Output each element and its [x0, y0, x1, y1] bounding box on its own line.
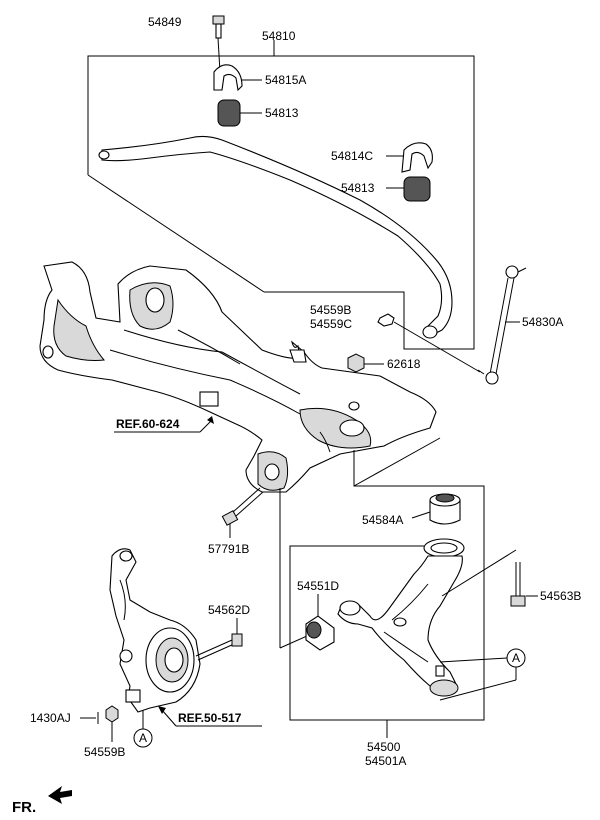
- bolt-54563B: [441, 549, 538, 607]
- bolt-57791B: [221, 487, 264, 538]
- label-54813-lower: 54813: [341, 181, 375, 195]
- label-54500: 54500: [367, 740, 401, 754]
- ref-50-517: [158, 706, 262, 727]
- label-54830A: 54830A: [522, 315, 563, 329]
- label-54813-upper: 54813: [265, 106, 299, 120]
- label-54551D: 54551D: [297, 579, 339, 593]
- ref-60-624: [114, 416, 214, 433]
- label-57791B: 57791B: [208, 542, 249, 556]
- label-54559C: 54559C: [310, 317, 352, 331]
- label-ref-60-624: REF.60-624: [116, 417, 180, 431]
- ref-circle-a-right: [439, 648, 526, 701]
- label-ref-50-517: REF.50-517: [178, 711, 242, 725]
- label-1430AJ: 1430AJ: [30, 711, 71, 725]
- label-54849: 54849: [148, 15, 182, 29]
- label-54559B-top: 54559B: [310, 303, 351, 317]
- front-direction-arrow: [48, 786, 72, 804]
- nut-54559-top: [377, 313, 481, 373]
- bracket-54814C: [386, 142, 433, 173]
- label-circle-a-right: A: [512, 651, 520, 665]
- lower-control-arm: [337, 538, 465, 697]
- label-54559B-bottom: 54559B: [84, 745, 125, 759]
- front-subframe: [39, 261, 437, 493]
- label-62618: 62618: [387, 357, 421, 371]
- label-circle-a-knuckle: A: [139, 731, 147, 745]
- bolt-54562D: [195, 618, 243, 661]
- label-54815A: 54815A: [265, 73, 306, 87]
- label-54810: 54810: [262, 29, 296, 43]
- bracket-54815A: [213, 64, 262, 92]
- label-front: FR.: [12, 799, 36, 816]
- bolt-54849: [212, 15, 225, 73]
- label-54501A: 54501A: [365, 754, 406, 768]
- pin-1430AJ: [80, 712, 99, 724]
- label-54563B: 54563B: [540, 589, 581, 603]
- stabilizer-group-box: [87, 40, 475, 350]
- label-54584A: 54584A: [362, 513, 403, 527]
- stabilizer-link-54830A: [477, 265, 527, 385]
- stabilizer-bar: [98, 135, 453, 339]
- bushing-54584A: [411, 493, 461, 525]
- label-54562D: 54562D: [208, 603, 250, 617]
- label-54814C: 54814C: [331, 149, 373, 163]
- ref-circle-a-knuckle: [133, 710, 153, 748]
- bushing-54813-lower: [386, 176, 431, 202]
- steering-knuckle: [109, 548, 201, 713]
- bushing-54813-upper: [217, 99, 262, 127]
- bushing-54551D: [305, 594, 335, 651]
- nut-54559B-bottom: [105, 705, 119, 742]
